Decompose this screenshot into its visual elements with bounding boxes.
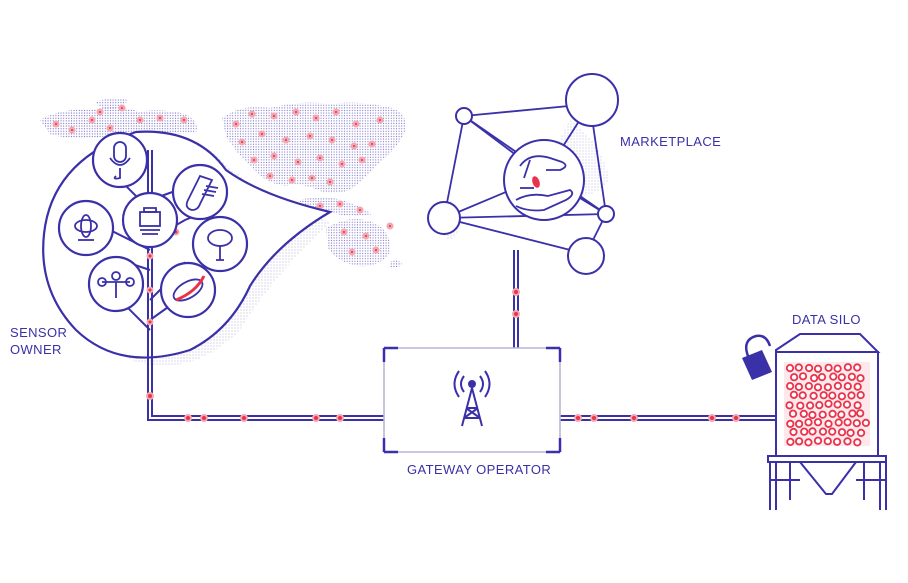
data-pellet (804, 418, 813, 427)
data-pellet (808, 410, 817, 420)
data-pellet (843, 363, 853, 372)
data-pellet (833, 400, 842, 409)
data-pellet (846, 428, 855, 437)
marketplace-network (427, 73, 619, 275)
data-pellet (861, 418, 871, 427)
data-pipelines (146, 250, 790, 422)
data-pellet (828, 427, 837, 436)
data-pellet (813, 364, 823, 373)
data-pellet (837, 428, 847, 437)
data-pellet (813, 418, 823, 427)
data-pellet (794, 363, 803, 372)
data-pellet (824, 419, 833, 428)
data-pellet (843, 418, 852, 427)
data-pellet (809, 391, 818, 400)
data-pellet (824, 363, 833, 372)
data-pellet (785, 401, 794, 410)
data-pellet (847, 391, 856, 400)
data-pellet (843, 437, 852, 446)
data-pellet (837, 373, 846, 382)
data-pellet (829, 372, 838, 381)
data-pellet (856, 409, 865, 418)
data-pellet (837, 392, 847, 401)
data-pellet (804, 381, 814, 391)
data-pellet (832, 437, 842, 446)
data-pellet (853, 382, 862, 391)
data-pellet (794, 419, 804, 428)
thermometer-sensor-icon (171, 163, 229, 221)
data-pellet (818, 427, 828, 436)
data-pellet (798, 391, 807, 400)
data-pellet (856, 428, 866, 437)
data-pellet (856, 374, 865, 383)
data-pellet (834, 418, 843, 427)
data-pellet (823, 383, 833, 392)
data-pellet (800, 427, 809, 436)
data-pellet (785, 381, 795, 391)
data-pellet (856, 390, 865, 400)
data-pellet (853, 363, 862, 372)
handshake-exchange-icon (515, 155, 574, 212)
data-pellet (828, 409, 837, 418)
data-pellet (828, 391, 837, 400)
data-pellet (799, 409, 808, 418)
gyroscope-sensor-icon (57, 199, 115, 257)
data-pellet (837, 410, 846, 419)
data-silo (742, 333, 887, 510)
data-pellet (813, 383, 823, 392)
data-pellet (785, 363, 795, 373)
data-pellet (788, 409, 798, 418)
data-pellet (848, 409, 857, 418)
data-pellet (813, 436, 823, 445)
data-pellet (817, 372, 827, 382)
data-pellet (823, 437, 832, 446)
gateway-operator-label: GATEWAY OPERATOR (407, 462, 552, 477)
data-pellet (805, 401, 815, 410)
data-pellet (804, 363, 814, 373)
data-pellet (815, 400, 824, 410)
data-pellet (833, 381, 843, 390)
data-pellet (798, 372, 808, 381)
data-pellet (824, 399, 833, 408)
data-pellet (833, 364, 842, 373)
microphone-sensor-icon (91, 131, 149, 189)
data-pellet (853, 438, 862, 447)
data-pellet (794, 437, 804, 446)
marketplace-label: MARKETPLACE (620, 134, 722, 149)
scale-sensor-icon (121, 191, 179, 249)
sensor-owner-label: SENSOR OWNER (10, 325, 68, 357)
world-map (40, 98, 407, 269)
data-pellet (786, 437, 795, 446)
data-pellet (789, 373, 799, 382)
data-pellet (786, 419, 795, 428)
gateway-operator-box (382, 346, 562, 454)
radio-tower-icon (453, 370, 491, 427)
data-pellet (853, 401, 862, 410)
marketplace-hub (503, 139, 585, 221)
data-pellet (847, 372, 857, 381)
light-sensor-icon (191, 215, 249, 273)
data-pellet (809, 373, 819, 383)
data-pellet (819, 391, 828, 400)
unlocked-padlock-icon (742, 334, 772, 380)
data-pellet (796, 401, 805, 410)
data-pellet (789, 390, 799, 399)
strain-sensor-icon (159, 261, 217, 319)
data-pellet (808, 427, 817, 436)
data-pellet (842, 400, 852, 409)
data-pellet (843, 382, 852, 391)
data-silo-label: DATA SILO (792, 312, 861, 327)
data-pellet (852, 419, 861, 428)
data-pellet (804, 438, 813, 447)
data-pellet (789, 427, 798, 437)
data-pellet (794, 382, 804, 391)
data-pellet (818, 410, 827, 419)
